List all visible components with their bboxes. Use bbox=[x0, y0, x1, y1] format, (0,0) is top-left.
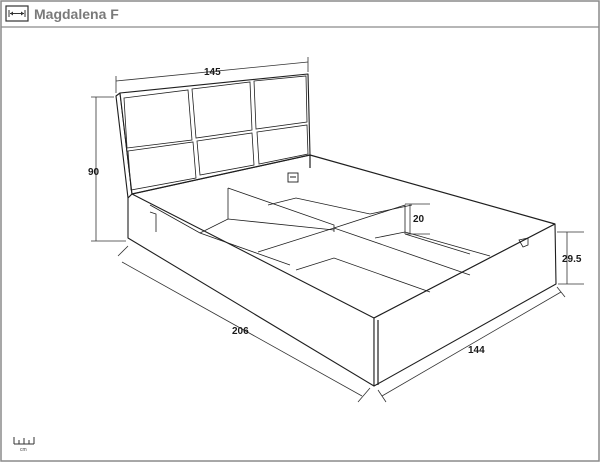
bed-drawing bbox=[115, 73, 557, 387]
bed-length-label: 206 bbox=[232, 326, 249, 337]
headboard-height-label: 90 bbox=[88, 167, 100, 178]
divider-height-label: 20 bbox=[413, 214, 425, 225]
frame-height-label: 29.5 bbox=[562, 254, 582, 265]
width-arrows-icon bbox=[5, 5, 29, 22]
ruler-icon bbox=[13, 437, 35, 445]
bed-width-label: 144 bbox=[468, 345, 485, 356]
dimension-lines bbox=[91, 57, 584, 403]
headboard-panels bbox=[123, 75, 309, 191]
storage-compartments bbox=[149, 187, 491, 293]
footboard bbox=[373, 223, 557, 387]
headboard-width-label: 145 bbox=[204, 67, 221, 78]
scale-unit-label: cm bbox=[20, 447, 27, 453]
left-side-rail bbox=[127, 193, 375, 387]
page-title: Magdalena F bbox=[34, 6, 119, 22]
hinge-fitting bbox=[518, 237, 529, 248]
